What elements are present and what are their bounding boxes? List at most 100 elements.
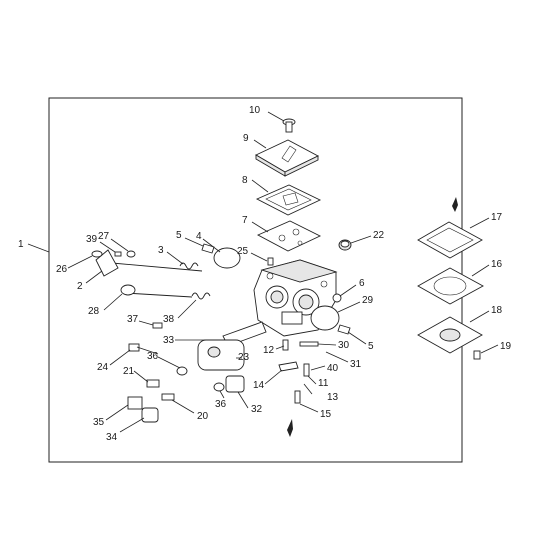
svg-text:16: 16 — [491, 259, 503, 270]
callout-7: 7 — [242, 215, 269, 233]
callout-4: 4 — [196, 231, 221, 253]
callout-2: 2 — [77, 270, 103, 292]
callout-22: 22 — [350, 230, 385, 244]
callout-37: 37 — [127, 314, 154, 326]
callout-16: 16 — [471, 259, 503, 277]
callout-9: 9 — [243, 133, 267, 149]
part-needle-21 — [146, 379, 160, 388]
part-disk-4 — [213, 247, 241, 269]
callout-36-lower: 36 — [215, 390, 227, 410]
part-throttle-shaft-2 — [95, 249, 203, 277]
part-valve-11 — [303, 363, 310, 377]
part-choke-shaft-28 — [120, 284, 193, 298]
callout-18: 18 — [469, 305, 503, 323]
svg-text:36: 36 — [215, 399, 227, 410]
part-screw-25 — [267, 257, 274, 266]
callout-31: 31 — [325, 351, 362, 370]
svg-text:22: 22 — [373, 230, 385, 241]
svg-text:12: 12 — [263, 345, 275, 356]
callout-8: 8 — [242, 175, 269, 193]
part-spring-38 — [191, 292, 211, 300]
frame-callout: 1 — [18, 239, 50, 253]
direction-arrow-upper — [452, 197, 458, 212]
part-clip-39 — [114, 251, 122, 257]
callout-38: 38 — [163, 299, 197, 325]
part-needle-24 — [128, 343, 159, 355]
svg-text:35: 35 — [93, 417, 105, 428]
callout-17: 17 — [469, 212, 503, 229]
callout-33: 33 — [163, 335, 225, 346]
callout-6: 6 — [339, 278, 365, 297]
svg-text:37: 37 — [127, 314, 139, 325]
callout-25: 25 — [237, 246, 268, 262]
svg-text:39: 39 — [86, 234, 98, 245]
part-pin-12 — [282, 339, 289, 351]
svg-text:5: 5 — [176, 230, 182, 241]
callout-14: 14 — [253, 369, 283, 391]
part-gasket-17 — [417, 221, 483, 259]
part-screw-15 — [294, 390, 301, 404]
svg-text:18: 18 — [491, 305, 503, 316]
callout-39: 39 — [86, 234, 116, 253]
svg-text:15: 15 — [320, 409, 332, 420]
callout-11: 11 — [307, 375, 329, 389]
callout-29: 29 — [337, 295, 374, 313]
part-pin-37 — [152, 322, 163, 329]
svg-text:36: 36 — [147, 351, 159, 362]
part-cover-9 — [255, 139, 319, 177]
part-spring-3 — [179, 262, 199, 270]
svg-text:1: 1 — [18, 239, 24, 250]
callout-27: 27 — [98, 231, 129, 252]
svg-text:9: 9 — [243, 133, 249, 144]
callout-15: 15 — [299, 403, 332, 420]
svg-text:10: 10 — [249, 105, 261, 116]
callout-28: 28 — [88, 293, 123, 317]
part-oring-36-lower — [213, 382, 225, 392]
part-diaphragm-8 — [255, 184, 322, 216]
part-carburetor-body — [253, 259, 338, 337]
part-needle-20 — [161, 393, 175, 401]
svg-text:33: 33 — [163, 335, 175, 346]
svg-text:7: 7 — [242, 215, 248, 226]
callout-23: 23 — [236, 352, 250, 363]
part-bushing-23 — [197, 339, 245, 371]
part-screw-26 — [91, 250, 103, 258]
part-diaphragm-29 — [310, 305, 340, 331]
callout-5-upper: 5 — [176, 230, 204, 247]
part-needle-40 — [299, 341, 319, 347]
part-oring-36-upper — [176, 366, 188, 376]
svg-text:34: 34 — [106, 432, 118, 443]
callout-26: 26 — [56, 255, 93, 275]
svg-text:14: 14 — [253, 380, 265, 391]
svg-text:3: 3 — [158, 245, 164, 256]
callout-10: 10 — [249, 105, 285, 122]
svg-text:11: 11 — [318, 378, 329, 389]
svg-text:26: 26 — [56, 264, 68, 275]
callout-3: 3 — [158, 245, 184, 265]
svg-text:13: 13 — [327, 392, 339, 403]
svg-text:19: 19 — [500, 341, 512, 352]
svg-text:32: 32 — [251, 404, 263, 415]
svg-text:38: 38 — [163, 314, 175, 325]
callout-35: 35 — [93, 404, 129, 428]
svg-text:21: 21 — [123, 366, 135, 377]
part-cap-35 — [127, 396, 143, 410]
callout-36-upper: 36 — [147, 351, 181, 369]
svg-text:40: 40 — [327, 363, 339, 374]
callout-24: 24 — [97, 349, 131, 373]
svg-text:6: 6 — [359, 278, 365, 289]
callout-30: 30 — [317, 340, 350, 351]
svg-text:17: 17 — [491, 212, 503, 223]
svg-text:27: 27 — [98, 231, 110, 242]
part-washer-6 — [332, 293, 342, 303]
callout-40: 40 — [310, 363, 339, 374]
callout-21: 21 — [123, 366, 149, 383]
part-diaphragm-16 — [417, 267, 484, 305]
callout-32: 32 — [237, 391, 263, 415]
part-washer-27 — [126, 250, 136, 258]
svg-text:4: 4 — [196, 231, 202, 242]
svg-text:20: 20 — [197, 411, 209, 422]
part-fitting-32 — [225, 375, 245, 393]
callout-13: 13 — [303, 383, 339, 403]
